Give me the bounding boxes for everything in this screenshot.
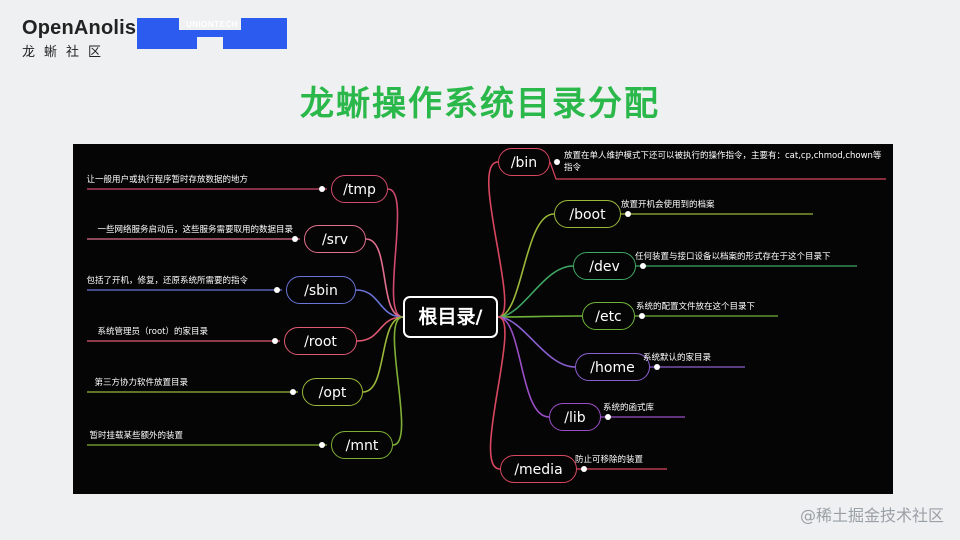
connector-dot bbox=[581, 466, 587, 472]
dir-desc-boot: 放置开机会使用到的档案 bbox=[621, 200, 715, 210]
dir-desc-root: 系统管理员（root）的家目录 bbox=[97, 327, 208, 337]
connector-dot bbox=[605, 414, 611, 420]
branch-curve bbox=[497, 316, 576, 368]
partner-logo-text: UNIONTECH bbox=[186, 20, 239, 29]
dir-node-srv: /srv bbox=[304, 225, 366, 253]
dir-desc-dev: 任何装置与接口设备以档案的形式存在于这个目录下 bbox=[635, 252, 831, 262]
connector-dot bbox=[274, 287, 280, 293]
dir-node-media: /media bbox=[500, 455, 577, 483]
branch-curve bbox=[489, 316, 506, 470]
dir-desc-media: 防止可移除的装置 bbox=[575, 455, 644, 465]
dir-node-dev: /dev bbox=[573, 252, 636, 280]
dir-node-root: /root bbox=[284, 327, 357, 355]
dir-node-mnt: /mnt bbox=[331, 431, 393, 459]
branch-curve bbox=[362, 316, 404, 393]
connector-dot bbox=[654, 364, 660, 370]
dir-desc-etc: 系统的配置文件放在这个目录下 bbox=[636, 302, 756, 312]
dir-node-opt: /opt bbox=[302, 378, 363, 406]
logo-subtitle: 龙蜥社区 bbox=[22, 45, 111, 60]
branch-curve bbox=[497, 213, 555, 318]
connector-dot bbox=[639, 313, 645, 319]
branch-curve bbox=[497, 315, 583, 318]
branch-curve bbox=[387, 188, 404, 318]
connector-dot bbox=[640, 263, 646, 269]
connector-dot bbox=[290, 389, 296, 395]
root-node: 根目录/ bbox=[403, 296, 498, 338]
page-title: 龙蜥操作系统目录分配 bbox=[300, 84, 660, 124]
dir-desc-bin: 放置在单人维护模式下还可以被执行的操作指令，主要有：cat,cp,chmod,c… bbox=[564, 151, 882, 173]
branch-curve bbox=[497, 316, 550, 418]
logo-name: OpenAnolis bbox=[22, 17, 137, 39]
branch-curve bbox=[392, 316, 404, 446]
dir-desc-lib: 系统的函式库 bbox=[603, 403, 655, 413]
branch-curve bbox=[355, 289, 404, 318]
openanolis-logo: OpenAnolis 龙蜥社区 bbox=[22, 17, 136, 60]
connector-dot bbox=[292, 236, 298, 242]
dir-desc-home: 系统默认的家目录 bbox=[643, 353, 712, 363]
dir-node-bin: /bin bbox=[498, 148, 550, 176]
dir-node-etc: /etc bbox=[582, 302, 635, 330]
dir-node-tmp: /tmp bbox=[331, 175, 388, 203]
connector-dot bbox=[319, 186, 325, 192]
branch-curve bbox=[365, 238, 404, 318]
dir-node-sbin: /sbin bbox=[286, 276, 356, 304]
branch-curve bbox=[497, 265, 574, 318]
branch-curve bbox=[356, 316, 404, 342]
dir-desc-tmp: 让一般用户或执行程序暂时存放数据的地方 bbox=[86, 175, 248, 185]
dir-desc-mnt: 暂时挂载某些额外的装置 bbox=[89, 431, 183, 441]
uniontech-logo-icon bbox=[137, 18, 287, 49]
dir-node-boot: /boot bbox=[554, 200, 621, 228]
connector-dot bbox=[554, 159, 560, 165]
mindmap-diagram: /tmp 让一般用户或执行程序暂时存放数据的地方/srv 一些网络服务启动后，这些服… bbox=[73, 144, 893, 494]
branch-curve bbox=[488, 161, 506, 318]
dir-node-home: /home bbox=[575, 353, 650, 381]
connector-dot bbox=[272, 338, 278, 344]
dir-desc-srv: 一些网络服务启动后，这些服务需要取用的数据目录 bbox=[97, 225, 293, 235]
watermark: @稀土掘金技术社区 bbox=[799, 506, 944, 525]
dir-desc-sbin: 包括了开机，修复，还原系统所需要的指令 bbox=[86, 276, 248, 286]
connector-dot bbox=[319, 442, 325, 448]
dir-node-lib: /lib bbox=[549, 403, 601, 431]
desc-underline bbox=[549, 161, 886, 180]
connector-dot bbox=[625, 211, 631, 217]
dir-desc-opt: 第三方协力软件放置目录 bbox=[94, 378, 188, 388]
